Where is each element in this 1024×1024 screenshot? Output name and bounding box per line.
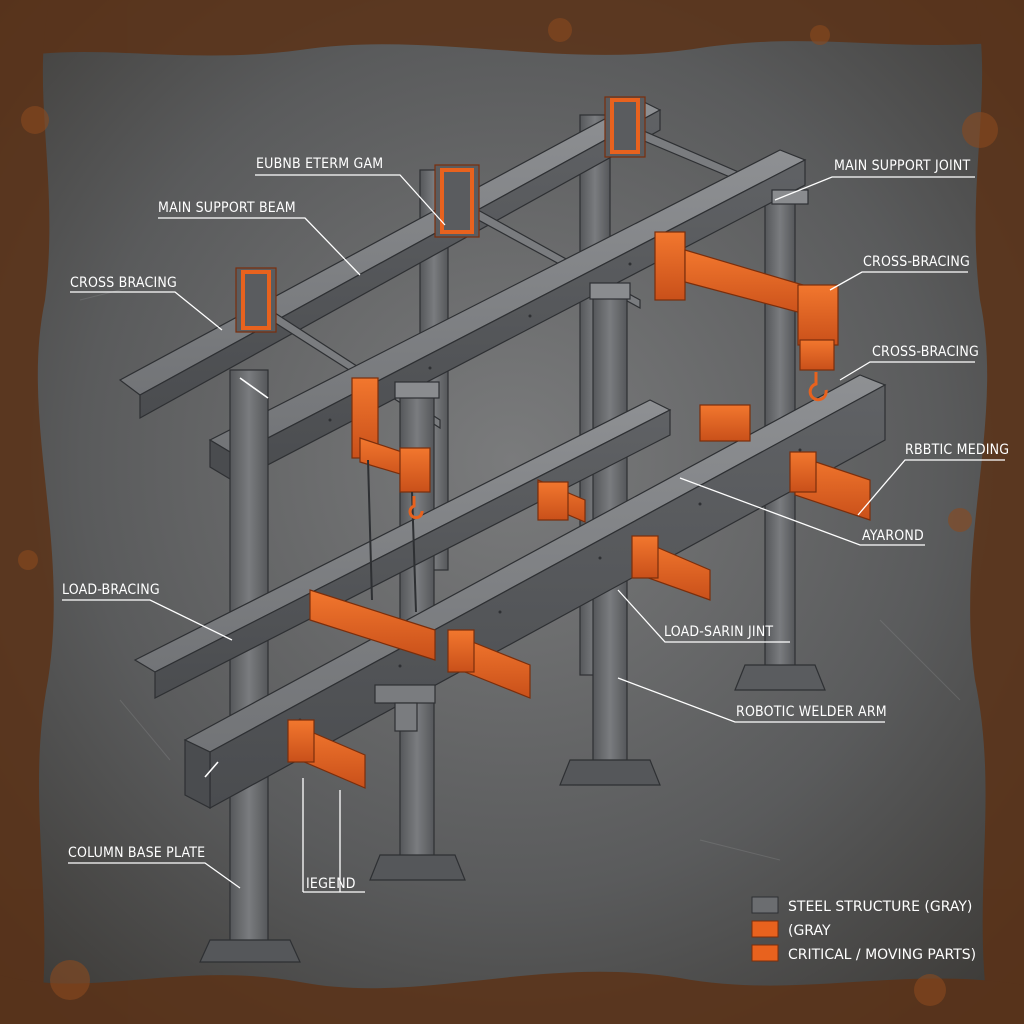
critical-moving-parts — [235, 96, 871, 789]
front-left-column — [199, 369, 301, 963]
legend-label-steel: STEEL STRUCTURE (GRAY) — [788, 899, 972, 915]
welder-block-2 — [699, 404, 751, 442]
label-robotic-welder-arm: ROBOTIC WELDER ARM — [736, 704, 887, 720]
bottom-clamp — [374, 684, 436, 732]
label-ayarond: AYAROND — [862, 528, 924, 544]
label-main-support-beam: MAIN SUPPORT BEAM — [158, 200, 296, 216]
label-robtic-meding: RBBTIC MEDING — [905, 442, 1009, 458]
leader-cross-left — [70, 291, 223, 331]
welder-block-3 — [789, 451, 871, 521]
callouts — [62, 174, 1005, 893]
legend: STEEL STRUCTURE (GRAY) (GRAY CRITICAL / … — [751, 896, 976, 963]
leader-base-plate — [68, 862, 241, 889]
legend-swatch-steel — [751, 896, 779, 914]
label-column-base-plate: COLUMN BASE PLATE — [68, 845, 205, 861]
column-caps — [394, 189, 809, 399]
leader-welder-arm — [617, 677, 885, 723]
cantilever-arm — [654, 231, 839, 402]
welder-block-4 — [631, 535, 711, 601]
top-bracket-2 — [434, 164, 480, 238]
top-bracket-3 — [604, 96, 646, 158]
leader-cross-rl — [839, 361, 975, 381]
legend-label-gray: (GRAY — [788, 923, 831, 939]
leader-ayarond — [679, 477, 925, 546]
top-bracket-1 — [235, 267, 277, 333]
legend-label-critical: CRITICAL / MOVING PARTS) — [788, 947, 976, 963]
legend-swatch-gray — [751, 920, 779, 938]
welder-block-1 — [537, 479, 586, 523]
label-load-bracing: LOAD-BRACING — [62, 582, 160, 598]
leader-load-bracing — [62, 599, 233, 641]
leader-eubnb — [255, 174, 446, 226]
welder-block-5 — [447, 629, 531, 699]
label-cross-bracing-right-upper: CROSS-BRACING — [863, 254, 970, 270]
leader-main-beam — [158, 217, 361, 276]
callout-labels: EUBNB ETERM GAM MAIN SUPPORT BEAM CROSS … — [62, 156, 1009, 892]
label-load-sarin-jint: LOAD-SARIN JINT — [664, 624, 773, 640]
leader-cross-ru — [829, 271, 968, 291]
label-cross-bracing-right-lower: CROSS-BRACING — [872, 344, 979, 360]
label-cross-bracing-left: CROSS BRACING — [70, 275, 177, 291]
leader-robtic — [857, 459, 1005, 516]
leader-load-sarin — [617, 589, 790, 643]
label-main-support-joint: MAIN SUPPORT JOINT — [834, 158, 971, 174]
leader-joint — [774, 176, 975, 201]
welder-block-6 — [287, 719, 366, 789]
label-iegend: IEGEND — [306, 876, 356, 892]
legend-swatch-critical — [751, 944, 779, 962]
label-eubnb-eterm-gam: EUBNB ETERM GAM — [256, 156, 383, 172]
left-hoist — [309, 377, 436, 661]
